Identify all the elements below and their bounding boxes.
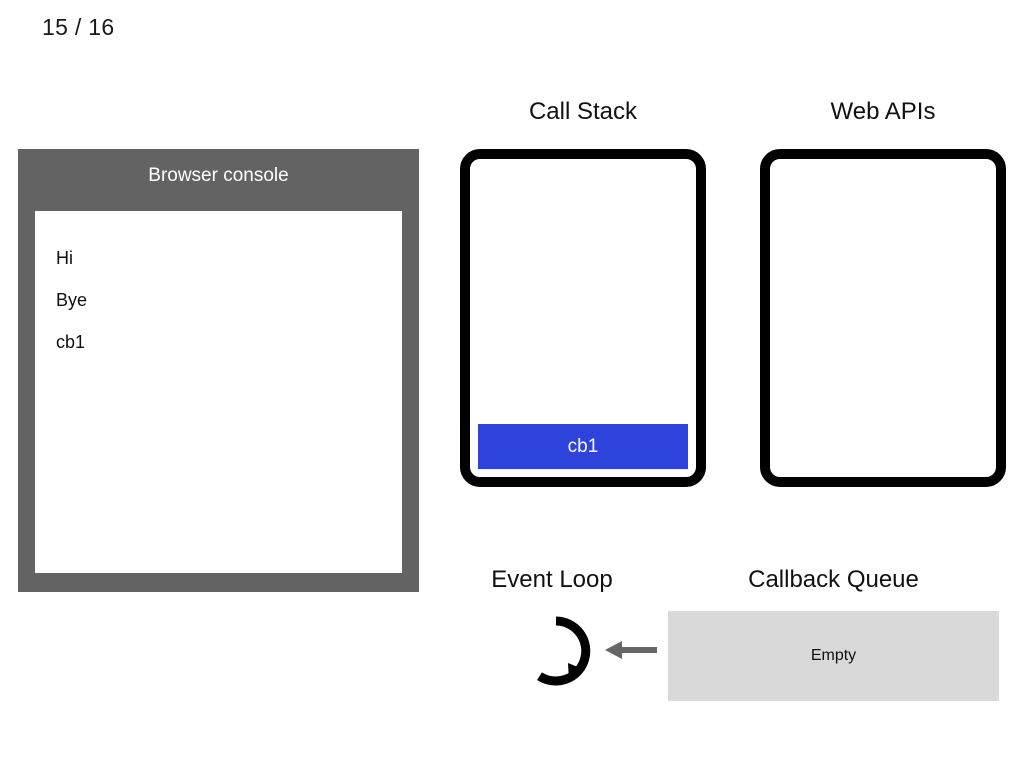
callback-queue-box: Empty [668, 611, 999, 701]
call-stack-frame-list: cb1 [470, 424, 696, 469]
console-line: cb1 [56, 332, 86, 352]
circular-arrow-icon [518, 613, 594, 689]
console-line: Bye [56, 290, 88, 310]
callback-queue-status: Empty [810, 647, 857, 664]
page-counter: 15 / 16 [42, 14, 115, 40]
web-apis-box [760, 149, 1006, 487]
call-stack-box: cb1 [460, 149, 706, 487]
call-stack-title: Call Stack [528, 98, 638, 125]
console-line: Hi [56, 248, 73, 268]
call-stack-frame: cb1 [478, 424, 688, 469]
browser-console-title: Browser console [148, 165, 289, 186]
web-apis-title: Web APIs [830, 98, 936, 125]
callback-queue-title: Callback Queue [748, 566, 919, 593]
arrow-left-icon [603, 637, 659, 663]
event-loop-title: Event Loop [491, 566, 613, 593]
